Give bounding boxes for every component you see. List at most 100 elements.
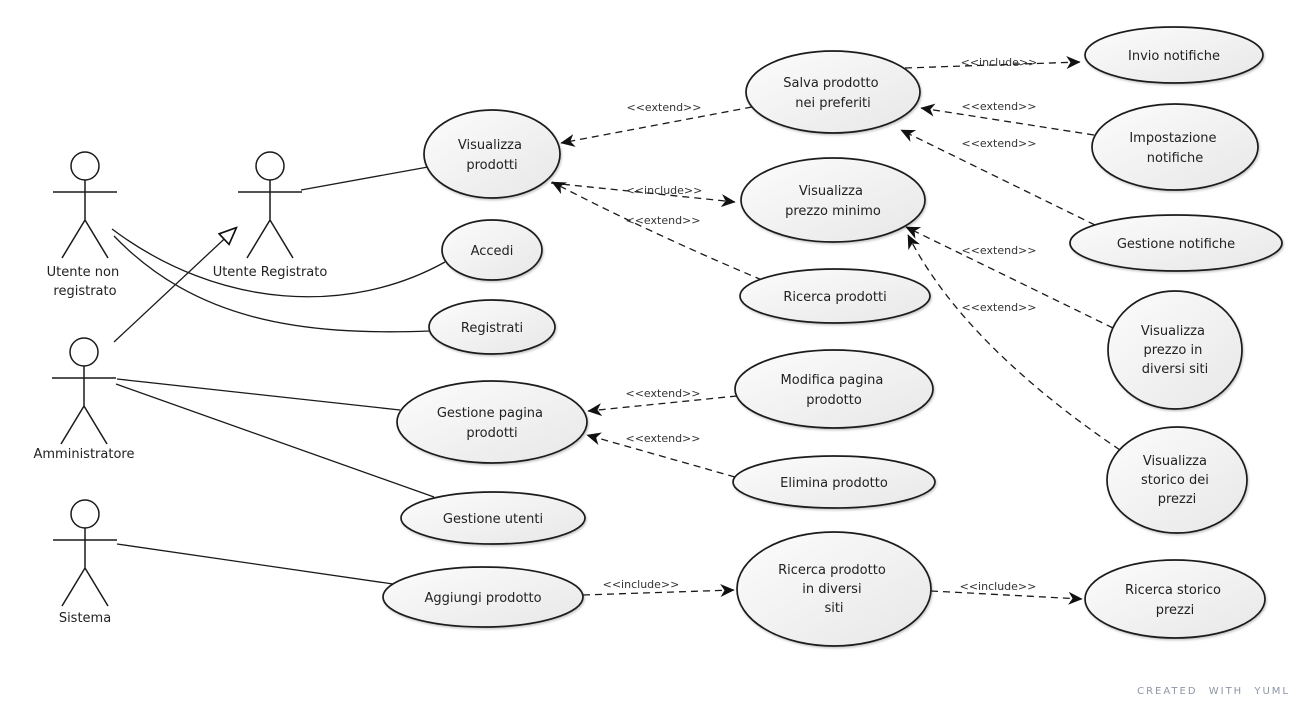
extend-label: <<extend>> <box>962 301 1037 314</box>
edge-utente-non-registrato-accedi <box>111 228 446 298</box>
usecase-label: Salva prodotto nei preferiti <box>783 76 882 111</box>
usecase-label: Elimina prodotto <box>780 476 888 491</box>
usecase-label: Visualizza storico dei prezzi <box>1141 454 1213 507</box>
usecase-aggiungi-prodotto: Aggiungi prodotto <box>382 566 584 628</box>
edge-sistema-aggiungi-prodotto <box>116 543 394 585</box>
usecase-label: Ricerca storico prezzi <box>1125 583 1225 618</box>
usecase-ellipse <box>740 157 926 243</box>
usecase-accedi: Accedi <box>441 219 543 281</box>
edge-amministratore-gestione-utenti <box>115 383 435 498</box>
include-label: <<include>> <box>626 184 703 197</box>
usecase-label: Ricerca prodotto in diversi siti <box>778 563 890 616</box>
extend-label: <<extend>> <box>962 244 1037 257</box>
usecase-label: Gestione utenti <box>443 512 543 527</box>
usecase-ellipse <box>1091 103 1259 191</box>
actor-label: Amministratore <box>34 447 135 462</box>
usecase-ellipse <box>1106 426 1248 534</box>
usecase-ellipse <box>1084 559 1266 639</box>
usecase-visualizza-storico-dei-prezzi: Visualizza storico dei prezzi <box>1106 426 1248 534</box>
stereotype-edges <box>550 55 1121 605</box>
edge-amministratore-gestione-pagina-prodotti <box>116 378 401 411</box>
usecase-ellipse <box>745 50 921 134</box>
usecase-ellipse <box>734 349 934 429</box>
usecase-modifica-pagina-prodotto: Modifica pagina prodotto <box>734 349 934 429</box>
usecase-label: Visualizza prezzo minimo <box>785 184 881 219</box>
usecase-ellipse <box>1084 26 1264 84</box>
usecase-invio-notifiche: Invio notifiche <box>1084 26 1264 84</box>
extend-label: <<extend>> <box>626 214 701 227</box>
edge-utente-non-registrato-registrati <box>113 235 431 333</box>
usecase-label: Accedi <box>471 244 514 259</box>
usecase-label: Ricerca prodotti <box>783 290 886 305</box>
usecase-gestione-pagina-prodotti: Gestione pagina prodotti <box>396 380 588 464</box>
edge-ricerca-prodotti-extend-visualizza-prodotti <box>551 181 763 281</box>
edge-gestione-notifiche-extend-salva <box>900 129 1096 226</box>
edge-modifica-pagina-extend-gestione-pagina <box>587 395 738 417</box>
actor-head <box>70 151 100 181</box>
edge-aggiungi-include-ricerca-diversi-siti <box>582 583 735 597</box>
extend-label: <<extend>> <box>626 387 701 400</box>
actor-body <box>238 180 302 259</box>
include-label: <<include>> <box>961 56 1038 69</box>
yuml-watermark: CREATED WITH YUML <box>1137 686 1290 697</box>
extend-label: <<extend>> <box>962 100 1037 113</box>
usecase-ellipse <box>739 268 931 324</box>
usecase-gestione-notifiche: Gestione notifiche <box>1069 214 1283 272</box>
usecase-ellipse <box>400 491 586 545</box>
edge-utente-registrato-visualizza-prodotti <box>300 166 429 191</box>
usecase-label: Visualizza prodotti <box>458 138 526 173</box>
usecase-label: Gestione notifiche <box>1117 237 1235 252</box>
extend-label: <<extend>> <box>962 137 1037 150</box>
edge-amministratore-generalization-utente-registrato <box>113 228 236 343</box>
edge-elimina-prodotto-extend-gestione-pagina <box>586 432 736 478</box>
edge-salva-include-invio-notifiche <box>904 55 1081 69</box>
edge-ricerca-diversi-siti-include-storico-prezzi <box>930 590 1083 605</box>
usecase-ellipse <box>1069 214 1283 272</box>
usecase-ricerca-prodotti: Ricerca prodotti <box>739 268 931 324</box>
usecase-label: Aggiungi prodotto <box>424 591 541 606</box>
usecase-label: Visualizza prezzo in diversi siti <box>1141 324 1209 377</box>
usecase-label: Gestione pagina prodotti <box>437 406 547 441</box>
usecase-label: Modifica pagina prodotto <box>781 373 888 408</box>
edge-salva-extend-visualizza-prodotti <box>560 106 753 147</box>
actor-body <box>53 528 117 607</box>
actor-sistema: Sistema <box>53 499 117 626</box>
usecases: Visualizza prodotti Accedi Registrati Ge… <box>382 26 1283 647</box>
actor-body <box>52 366 116 445</box>
include-label: <<include>> <box>603 578 680 591</box>
usecase-gestione-utenti: Gestione utenti <box>400 491 586 545</box>
usecase-salva-prodotto-nei-preferiti: Salva prodotto nei preferiti <box>745 50 921 134</box>
usecase-label: Impostazione notifiche <box>1129 131 1220 166</box>
association-edges <box>111 166 446 585</box>
actor-body <box>53 180 117 259</box>
usecase-ellipse <box>396 380 588 464</box>
actor-head <box>255 151 285 181</box>
usecase-ricerca-prodotto-in-diversi-siti: Ricerca prodotto in diversi siti <box>736 531 932 647</box>
actor-head <box>69 337 99 367</box>
usecase-ellipse <box>441 219 543 281</box>
usecase-visualizza-prezzo-minimo: Visualizza prezzo minimo <box>740 157 926 243</box>
edge-visualizza-prodotti-include-prezzo-minimo <box>550 182 736 208</box>
edge-impostazione-notifiche-extend-salva <box>920 103 1095 136</box>
actor-utente-registrato: Utente Registrato <box>213 151 328 280</box>
usecase-ricerca-storico-prezzi: Ricerca storico prezzi <box>1084 559 1266 639</box>
usecase-visualizza-prezzo-in-diversi-siti: Visualizza prezzo in diversi siti <box>1107 290 1243 410</box>
usecase-ellipse <box>382 566 584 628</box>
usecase-elimina-prodotto: Elimina prodotto <box>732 455 936 509</box>
edge-prezzo-diversi-siti-extend-prezzo-minimo <box>905 226 1114 329</box>
stereotype-labels: <<extend>> <<include>> <<extend>> <<incl… <box>603 56 1038 593</box>
edge-storico-prezzi-extend-prezzo-minimo <box>907 234 1121 451</box>
usecase-registrati: Registrati <box>428 299 556 355</box>
usecase-ellipse <box>732 455 936 509</box>
usecase-label: Registrati <box>461 321 523 336</box>
actor-label: Sistema <box>59 611 111 626</box>
include-label: <<include>> <box>960 580 1037 593</box>
actor-amministratore: Amministratore <box>34 337 135 462</box>
usecase-ellipse <box>428 299 556 355</box>
actor-label: Utente Registrato <box>213 265 328 280</box>
usecase-ellipse <box>1107 290 1243 410</box>
usecase-label: Invio notifiche <box>1128 49 1220 64</box>
usecase-visualizza-prodotti: Visualizza prodotti <box>423 109 561 199</box>
